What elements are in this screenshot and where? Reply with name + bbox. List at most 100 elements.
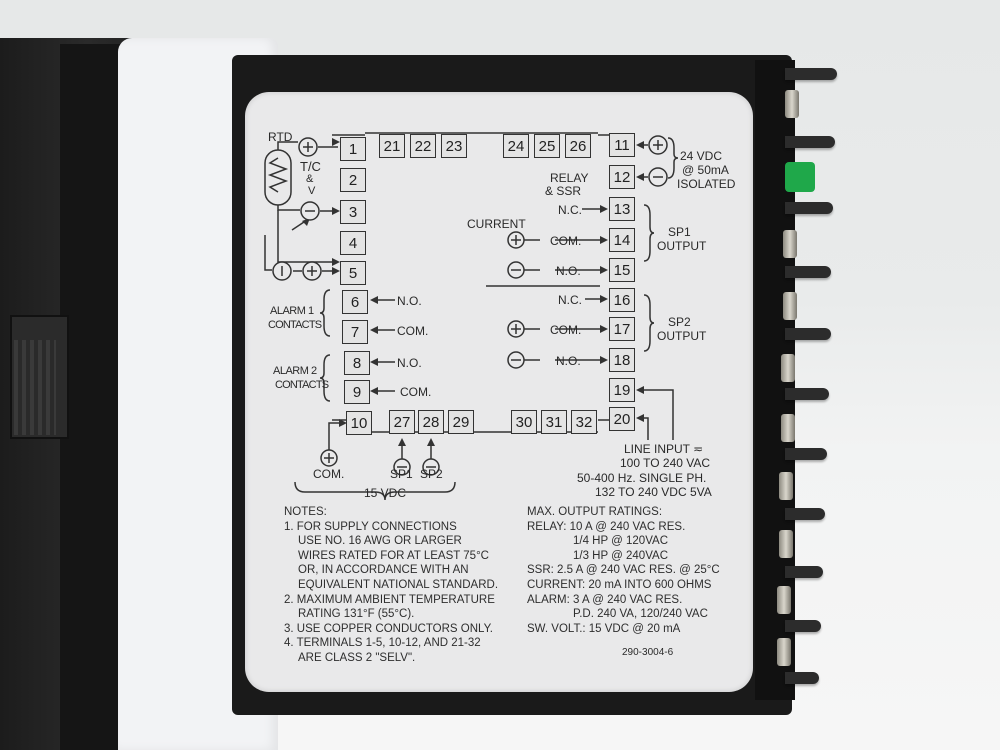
current-label: CURRENT — [467, 217, 526, 231]
terminal-17-com-label: COM. — [550, 323, 582, 337]
terminal-18-no-label: N.O. — [556, 354, 581, 368]
terminal-screw — [781, 354, 795, 382]
alarm2-label: ALARM 2 — [273, 365, 317, 377]
terminal-13: 13 — [609, 197, 635, 221]
note-line: 1. FOR SUPPLY CONNECTIONS — [284, 520, 457, 533]
terminal-11: 11 — [609, 133, 635, 157]
terminal-screw — [783, 292, 797, 320]
terminal-screw — [781, 414, 795, 442]
rating-line: RELAY: 10 A @ 240 VAC RES. — [527, 520, 686, 533]
terminal-14-com-label: COM. — [550, 234, 582, 248]
rating-line: P.D. 240 VA, 120/240 VAC — [573, 608, 708, 621]
terminal-1: 1 — [340, 137, 366, 161]
rating-line: 1/4 HP @ 120VAC — [573, 535, 668, 548]
note-line: 2. MAXIMUM AMBIENT TEMPERATURE — [284, 593, 495, 606]
terminal-fin — [785, 620, 821, 632]
terminal-fin — [785, 328, 831, 340]
terminal-screw — [777, 586, 791, 614]
terminal-27: 27 — [389, 410, 415, 434]
terminal-screw — [785, 90, 799, 118]
com-label: COM. — [313, 467, 345, 481]
green-terminal-insert — [785, 162, 815, 192]
terminal-18: 18 — [609, 348, 635, 372]
terminal-26: 26 — [565, 134, 591, 158]
rating-line: CURRENT: 20 mA INTO 600 OHMS — [527, 578, 712, 591]
note-line: WIRES RATED FOR AT LEAST 75°C — [298, 549, 489, 562]
terminal-6: 6 — [342, 290, 368, 314]
terminal-20: 20 — [609, 407, 635, 431]
terminal-fin — [785, 508, 825, 520]
sp2-output-sub-label: OUTPUT — [657, 329, 707, 343]
sp2-output-label: SP2 — [668, 315, 691, 329]
note-line: RATING 131°F (55°C). — [298, 608, 415, 621]
terminal-17: 17 — [609, 317, 635, 341]
terminal-fin — [785, 202, 833, 214]
wiring-label — [245, 92, 753, 692]
line-voltage-label: 100 TO 240 VAC — [620, 456, 711, 470]
rating-line: SSR: 2.5 A @ 240 VAC RES. @ 25°C — [527, 564, 720, 577]
terminal-fin — [785, 448, 827, 460]
note-line: ARE CLASS 2 "SELV". — [298, 651, 416, 664]
terminal-screw — [779, 472, 793, 500]
terminal-fin — [785, 672, 819, 684]
terminal-12: 12 — [609, 165, 635, 189]
terminal-16-nc-label: N.C. — [558, 293, 582, 307]
15vdc-label: 15 VDC — [364, 486, 407, 500]
terminal-14: 14 — [609, 228, 635, 252]
terminal-28: 28 — [418, 410, 444, 434]
terminal-screw — [779, 530, 793, 558]
terminal-2: 2 — [340, 168, 366, 192]
note-line: 3. USE COPPER CONDUCTORS ONLY. — [284, 622, 493, 635]
terminal-8-no-label: N.O. — [397, 356, 422, 370]
ssr-label: & SSR — [545, 184, 582, 198]
terminal-5: 5 — [340, 261, 366, 285]
sp1-output-sub-label: OUTPUT — [657, 239, 707, 253]
rating-line: SW. VOLT.: 15 VDC @ 20 mA — [527, 622, 681, 635]
terminal-fin — [785, 136, 835, 148]
sp1-output-label: SP1 — [668, 225, 691, 239]
terminal-fin — [785, 266, 831, 278]
sp1-label: SP1 — [390, 467, 413, 481]
terminal-15-no-label: N.O. — [556, 264, 581, 278]
terminal-23: 23 — [441, 134, 467, 158]
terminal-15: 15 — [609, 258, 635, 282]
terminal-10: 10 — [346, 411, 372, 435]
terminal-25: 25 — [534, 134, 560, 158]
terminal-8: 8 — [344, 351, 370, 375]
line-frequency-label: 50-400 Hz. SINGLE PH. — [577, 471, 707, 485]
terminal-7: 7 — [342, 320, 368, 344]
terminal-9-com-label: COM. — [400, 385, 432, 399]
terminal-screw — [777, 638, 791, 666]
terminal-16: 16 — [609, 288, 635, 312]
notes-block: NOTES: 1. FOR SUPPLY CONNECTIONS USE NO.… — [284, 505, 498, 666]
note-line: USE NO. 16 AWG OR LARGER — [298, 535, 462, 548]
ampersand-label: & — [306, 173, 314, 185]
alarm1-label: ALARM 1 — [270, 305, 314, 317]
24vdc-label: 24 VDC — [680, 149, 723, 163]
alarm2-contacts-label: CONTACTS — [275, 379, 329, 391]
notes-title: NOTES: — [284, 506, 327, 518]
line-dc-label: 132 TO 240 VDC 5VA — [595, 485, 712, 499]
rtd-label: RTD — [268, 130, 293, 144]
note-line: 4. TERMINALS 1-5, 10-12, AND 21-32 — [284, 637, 481, 650]
terminal-19: 19 — [609, 378, 635, 402]
terminal-9: 9 — [344, 380, 370, 404]
terminal-29: 29 — [448, 410, 474, 434]
note-line: OR, IN ACCORDANCE WITH AN — [298, 564, 469, 577]
terminal-3: 3 — [340, 200, 366, 224]
alarm1-contacts-label: CONTACTS — [268, 319, 322, 331]
terminal-fin — [785, 566, 823, 578]
terminal-4: 4 — [340, 231, 366, 255]
terminal-fin — [785, 388, 829, 400]
rating-line: ALARM: 3 A @ 240 VAC RES. — [527, 593, 683, 606]
terminal-6-no-label: N.O. — [397, 294, 422, 308]
terminal-24: 24 — [503, 134, 529, 158]
sp2-label: SP2 — [420, 467, 443, 481]
isolated-label: ISOLATED — [677, 177, 736, 191]
v-label: V — [308, 185, 316, 197]
terminal-fin — [785, 68, 837, 80]
terminal-13-nc-label: N.C. — [558, 203, 582, 217]
line-input-label: LINE INPUT ≂ — [624, 442, 704, 456]
tc-label: T/C — [300, 159, 321, 174]
